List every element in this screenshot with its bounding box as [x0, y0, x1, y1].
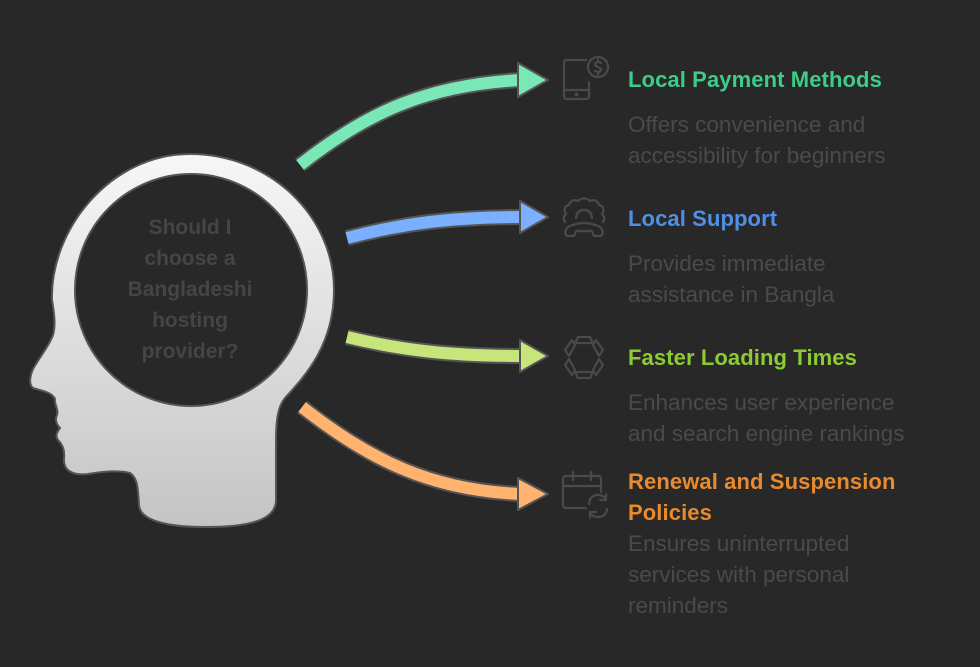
item-title: Renewal and Suspension Policies [628, 466, 968, 528]
description-line: Provides immediate [628, 251, 826, 276]
description-line: services with personal [628, 562, 850, 587]
item-local-payment-methods: Local Payment Methods Offers convenience… [628, 64, 968, 171]
item-title: Faster Loading Times [628, 345, 857, 370]
title-line: Renewal and Suspension [628, 469, 896, 494]
support-phone-icon [562, 197, 606, 238]
description-line: Offers convenience and [628, 112, 866, 137]
item-description: Ensures uninterrupted services with pers… [628, 528, 968, 621]
item-local-support: Local Support Provides immediate assista… [628, 203, 968, 310]
description-line: assistance in Bangla [628, 282, 835, 307]
arrow-loading [345, 329, 549, 373]
description-line: reminders [628, 593, 729, 618]
arrow-renewal [297, 400, 549, 511]
item-renewal-suspension-policies: Renewal and Suspension Policies Ensures … [628, 466, 968, 621]
mobile-payment-icon [562, 55, 610, 101]
item-title: Local Payment Methods [628, 67, 882, 92]
item-description: Enhances user experience and search engi… [628, 387, 968, 449]
question-line: Should I [148, 216, 232, 239]
question-line: provider? [141, 340, 239, 363]
question-line: choose a [144, 247, 236, 270]
arrow-payment [295, 62, 549, 172]
hexagon-segments-icon [563, 335, 605, 380]
question-line: Bangladeshi [127, 278, 253, 301]
arrow-support [344, 200, 549, 246]
head-silhouette [29, 152, 336, 529]
item-title: Local Support [628, 206, 778, 231]
description-line: accessibility for beginners [628, 143, 886, 168]
title-line: Policies [628, 500, 712, 525]
description-line: Enhances user experience [628, 390, 895, 415]
item-description: Provides immediate assistance in Bangla [628, 248, 968, 310]
description-line: and search engine rankings [628, 421, 905, 446]
central-question: Should I choose a Bangladeshi hosting pr… [95, 212, 285, 367]
calendar-refresh-icon [561, 470, 609, 520]
thought-circle [74, 173, 308, 407]
description-line: Ensures uninterrupted [628, 531, 850, 556]
question-line: hosting [152, 309, 228, 332]
item-faster-loading-times: Faster Loading Times Enhances user exper… [628, 342, 968, 449]
item-description: Offers convenience and accessibility for… [628, 109, 968, 171]
